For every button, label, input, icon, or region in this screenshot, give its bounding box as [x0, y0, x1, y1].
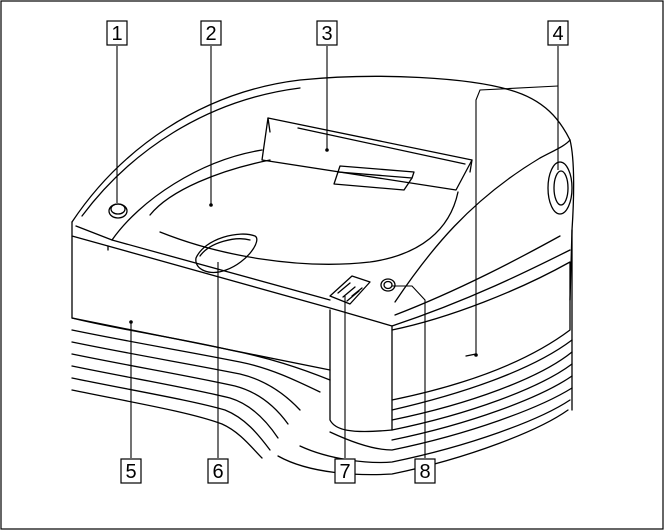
callout-6: 6 [207, 458, 229, 484]
callout-8: 8 [414, 458, 436, 484]
callout-2-label: 2 [205, 23, 216, 45]
callout-3: 3 [316, 20, 338, 46]
base-bottom-curve [71, 389, 263, 459]
top-cover-curve [149, 159, 271, 216]
top-outline [71, 75, 571, 223]
tray-right-wall [469, 159, 473, 173]
top-cover-outline [111, 149, 459, 265]
callout-5: 5 [120, 458, 142, 484]
leader-dots [129, 148, 478, 357]
leader-8 [392, 285, 426, 458]
side-dial-shape [547, 161, 573, 215]
printer-illustration [71, 75, 575, 476]
tray-back [267, 117, 271, 133]
leader-4b [475, 85, 559, 355]
right-top-curve [569, 139, 575, 301]
callout-1: 1 [106, 20, 128, 46]
callout-7: 7 [334, 458, 356, 484]
callout-1-label: 1 [111, 23, 122, 45]
tray-flap-edge [337, 165, 415, 179]
right-ridge [394, 139, 571, 303]
small-button-shape [380, 278, 396, 292]
tray-flap [333, 171, 413, 191]
tray-slot [261, 117, 473, 191]
right-upper-edge [391, 249, 571, 327]
callout-4: 4 [547, 20, 569, 46]
leader-lines [116, 46, 559, 458]
tray-slot-inner [297, 127, 466, 165]
front-right-edge [329, 369, 393, 433]
callout-7-label: 7 [339, 461, 350, 483]
right-side-panel [391, 261, 571, 401]
base-front-top [71, 317, 331, 381]
callout-2: 2 [200, 20, 222, 46]
callout-8-label: 8 [419, 461, 430, 483]
callout-4-label: 4 [552, 23, 563, 45]
callout-3-label: 3 [321, 23, 332, 45]
right-upper-inner [394, 235, 561, 316]
callout-6-label: 6 [212, 461, 223, 483]
indicator-panel [329, 275, 371, 305]
callout-5-label: 5 [125, 461, 136, 483]
top-outline-inner [81, 87, 301, 217]
cover-lever-shape [195, 233, 258, 273]
